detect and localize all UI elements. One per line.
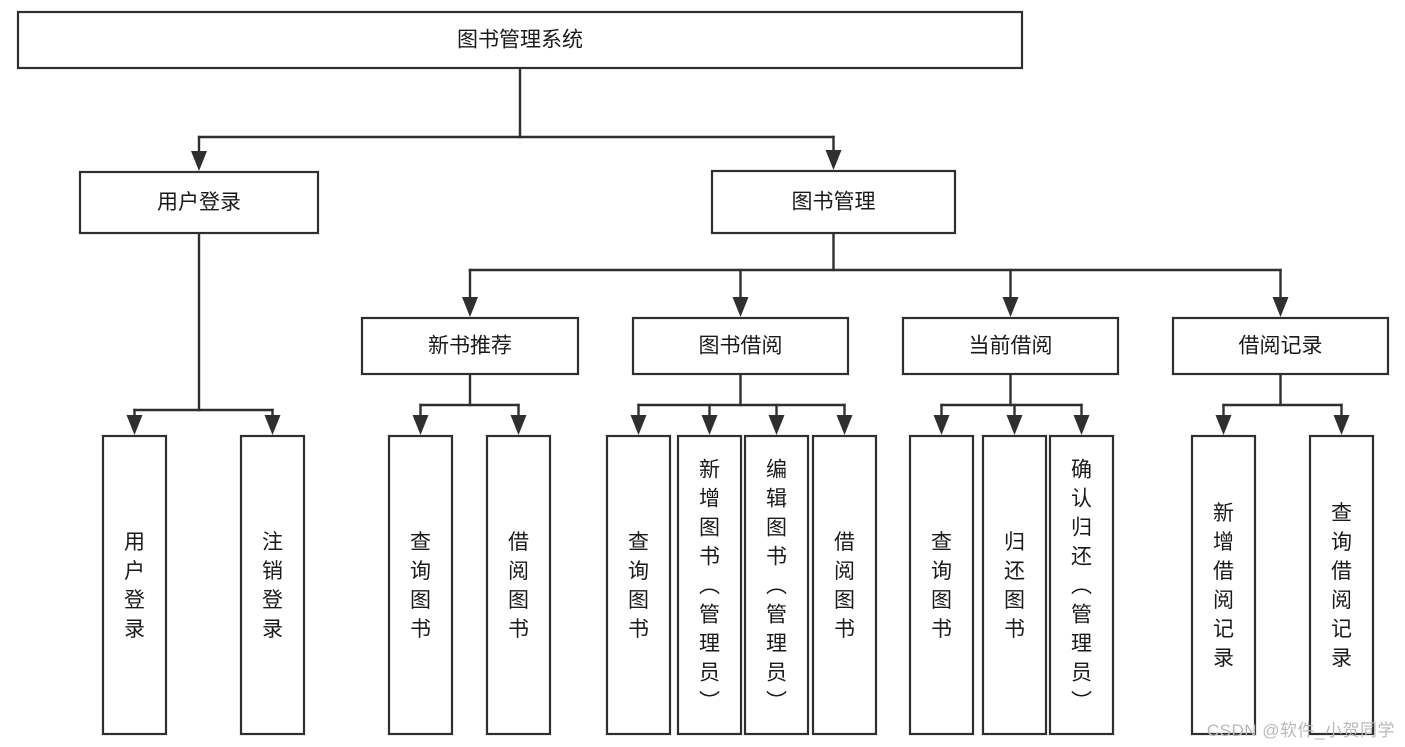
node-box[interactable] <box>239 434 306 736</box>
arrow-head-icon <box>412 415 429 435</box>
node-leaf-9[interactable]: 查询图书 <box>908 434 975 736</box>
node-box[interactable] <box>1308 434 1375 736</box>
arrow-head-icon <box>768 415 785 435</box>
node-leaf-4[interactable]: 借阅图书 <box>485 434 552 736</box>
node-leaf-2[interactable]: 注销登录 <box>239 434 306 736</box>
connector-layer <box>126 66 1350 435</box>
node-leaf-13[interactable]: 查询借阅记录 <box>1308 434 1375 736</box>
node-layer: 图书管理系统用户登录图书管理新书推荐图书借阅当前借阅借阅记录用户登录注销登录查询… <box>16 10 1390 736</box>
node-label: 用户登录 <box>124 531 145 641</box>
node-n-book-borrow[interactable]: 图书借阅 <box>631 316 850 376</box>
node-box[interactable] <box>981 434 1048 736</box>
node-leaf-11[interactable]: 确认归还︵管理员︶ <box>1048 434 1115 736</box>
arrow-head-icon <box>630 415 647 435</box>
node-n-book-mgmt[interactable]: 图书管理 <box>710 169 957 235</box>
arrow-head-icon <box>191 151 207 171</box>
node-label: 当前借阅 <box>969 335 1053 358</box>
arrow-head-icon <box>933 415 950 435</box>
arrow-head-icon <box>1215 415 1232 435</box>
node-box[interactable] <box>631 316 850 376</box>
connector-group <box>1215 372 1350 435</box>
node-label: 新增图书︵管理员︶ <box>699 459 720 714</box>
node-label: 新增借阅记录 <box>1213 502 1234 670</box>
node-box[interactable] <box>901 316 1120 376</box>
node-box[interactable] <box>908 434 975 736</box>
arrow-head-icon <box>126 415 143 435</box>
connector-group <box>933 372 1090 435</box>
node-leaf-7[interactable]: 编辑图书︵管理员︶ <box>743 434 810 736</box>
node-box[interactable] <box>676 434 743 736</box>
node-leaf-1[interactable]: 用户登录 <box>101 434 168 736</box>
node-n-current-borrow[interactable]: 当前借阅 <box>901 316 1120 376</box>
node-n-user-login[interactable]: 用户登录 <box>78 170 320 235</box>
node-leaf-10[interactable]: 归还图书 <box>981 434 1048 736</box>
arrow-head-icon <box>1006 415 1023 435</box>
arrow-head-icon <box>462 297 478 317</box>
node-label: 用户登录 <box>157 191 241 214</box>
node-box[interactable] <box>101 434 168 736</box>
arrow-head-icon <box>1333 415 1350 435</box>
connector-group <box>126 231 281 435</box>
node-label: 确认归还︵管理员︶ <box>1071 459 1092 714</box>
arrow-head-icon <box>264 415 281 435</box>
node-box[interactable] <box>387 434 454 736</box>
node-label: 图书借阅 <box>699 335 783 358</box>
node-label: 查询图书 <box>931 531 952 641</box>
node-box[interactable] <box>605 434 672 736</box>
arrow-head-icon <box>701 415 718 435</box>
node-box[interactable] <box>485 434 552 736</box>
node-label: 借阅图书 <box>834 531 855 641</box>
arrow-head-icon <box>1002 297 1019 317</box>
csdn-watermark: CSDN @软件_小贺同学 <box>1206 721 1395 740</box>
connector-group <box>412 372 527 435</box>
node-label: 图书管理系统 <box>457 29 583 52</box>
node-label: 借阅记录 <box>1239 335 1323 358</box>
node-box[interactable] <box>16 10 1024 70</box>
arrow-head-icon <box>1272 297 1289 317</box>
node-label: 归还图书 <box>1004 531 1025 641</box>
node-box[interactable] <box>1171 316 1390 376</box>
node-root[interactable]: 图书管理系统 <box>16 10 1024 70</box>
node-box[interactable] <box>1190 434 1257 736</box>
connector-group <box>630 372 853 435</box>
connector-group <box>191 66 842 171</box>
arrow-head-icon <box>825 150 842 170</box>
node-leaf-12[interactable]: 新增借阅记录 <box>1190 434 1257 736</box>
node-label: 查询图书 <box>410 531 431 641</box>
arrow-head-icon <box>510 415 527 435</box>
node-label: 注销登录 <box>262 531 283 641</box>
node-label: 查询图书 <box>628 531 649 641</box>
arrow-head-icon <box>732 297 749 317</box>
node-label: 查询借阅记录 <box>1331 502 1352 670</box>
connector-group <box>462 231 1289 317</box>
arrow-head-icon <box>836 415 853 435</box>
node-label: 编辑图书︵管理员︶ <box>766 459 787 714</box>
arrow-head-icon <box>1073 415 1090 435</box>
node-box[interactable] <box>1048 434 1115 736</box>
node-leaf-6[interactable]: 新增图书︵管理员︶ <box>676 434 743 736</box>
node-label: 图书管理 <box>792 191 876 214</box>
node-label: 新书推荐 <box>428 335 512 358</box>
node-leaf-3[interactable]: 查询图书 <box>387 434 454 736</box>
node-box[interactable] <box>743 434 810 736</box>
node-label: 借阅图书 <box>508 531 529 641</box>
node-leaf-5[interactable]: 查询图书 <box>605 434 672 736</box>
node-box[interactable] <box>710 169 957 235</box>
node-box[interactable] <box>360 316 580 376</box>
node-box[interactable] <box>811 434 878 736</box>
node-box[interactable] <box>78 170 320 235</box>
node-n-new-book-rec[interactable]: 新书推荐 <box>360 316 580 376</box>
node-leaf-8[interactable]: 借阅图书 <box>811 434 878 736</box>
node-n-borrow-record[interactable]: 借阅记录 <box>1171 316 1390 376</box>
